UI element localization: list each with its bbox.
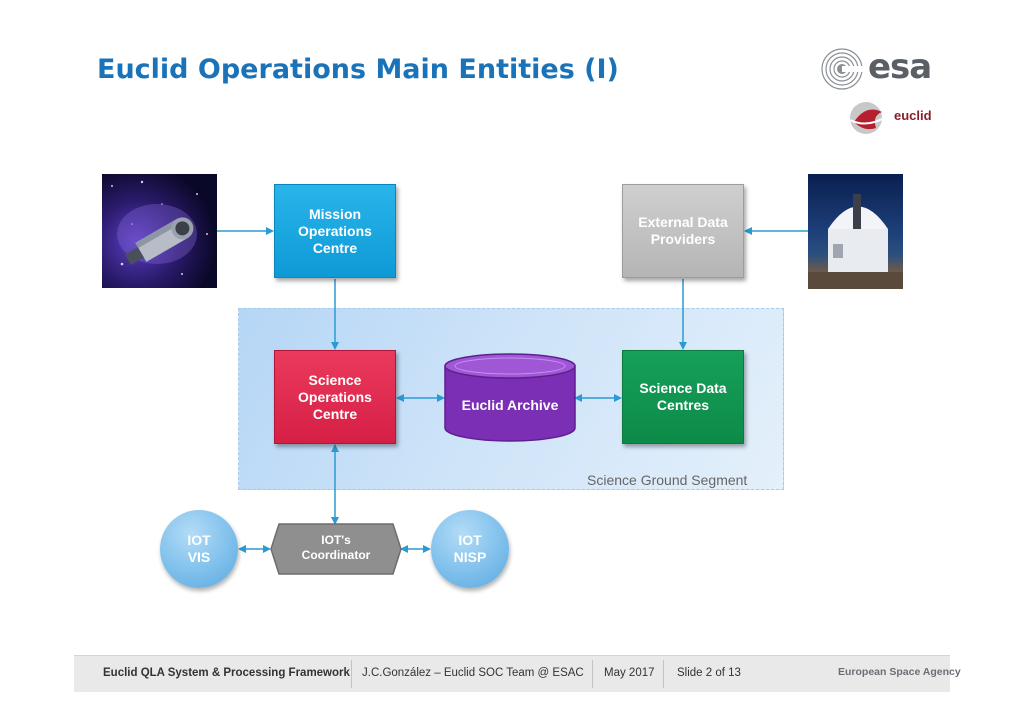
euclid-logo xyxy=(849,102,885,134)
science-ground-segment-label: Science Ground Segment xyxy=(587,472,748,488)
footer-separator xyxy=(663,660,664,688)
iot-nisp-label: IOT NISP xyxy=(453,532,487,565)
external-data-providers-box: External Data Providers xyxy=(622,184,744,278)
euclid-archive-label: Euclid Archive xyxy=(461,397,559,413)
observatory-image xyxy=(808,174,903,289)
footer-date: May 2017 xyxy=(604,667,655,679)
euclid-logo-text: euclid xyxy=(894,108,932,123)
iot-coordinator-shape xyxy=(270,523,402,575)
external-data-providers-label: External Data Providers xyxy=(638,214,728,247)
science-data-centres-box: Science Data Centres xyxy=(622,350,744,444)
science-operations-centre-label: Science Operations Centre xyxy=(298,371,372,422)
esa-logo-text: esa xyxy=(868,47,932,87)
footer-bar xyxy=(74,655,950,692)
footer-slide-number: Slide 2 of 13 xyxy=(677,667,741,679)
footer-author: J.C.González – Euclid SOC Team @ ESAC xyxy=(362,667,584,679)
euclid-archive-cylinder xyxy=(444,353,576,442)
science-operations-centre-box: Science Operations Centre xyxy=(274,350,396,444)
slide-title: Euclid Operations Main Entities (I) xyxy=(97,54,619,85)
iot-coordinator-text: IOT's Coordinator xyxy=(301,533,371,562)
mission-operations-centre-box: Mission Operations Centre xyxy=(274,184,396,278)
footer-agency: European Space Agency xyxy=(838,666,961,678)
iot-vis-node: IOT VIS xyxy=(160,510,238,588)
footer-separator xyxy=(592,660,593,688)
footer-separator xyxy=(351,660,352,688)
iot-nisp-node: IOT NISP xyxy=(431,510,509,588)
spacecraft-image xyxy=(102,174,217,288)
iot-coordinator-label: IOT's Coordinator xyxy=(271,522,401,574)
mission-operations-centre-label: Mission Operations Centre xyxy=(298,205,372,256)
esa-logo xyxy=(821,48,864,90)
footer-presentation-title: Euclid QLA System & Processing Framework xyxy=(103,667,350,679)
iot-vis-label: IOT VIS xyxy=(187,532,211,565)
science-data-centres-label: Science Data Centres xyxy=(639,380,727,413)
